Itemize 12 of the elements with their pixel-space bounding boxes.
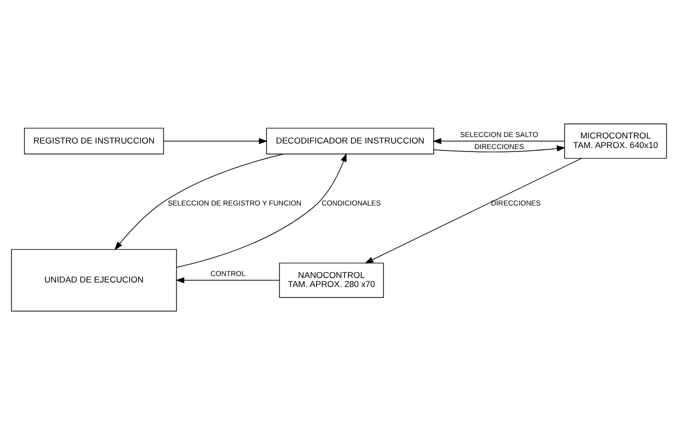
arrow — [114, 153, 284, 250]
node-box: UNIDAD DE EJECUCION — [11, 248, 177, 311]
node-box: NANOCONTROL TAM. APROX. 280 x70 — [279, 262, 384, 298]
node-box: DECODIFICADOR DE INSTRUCCION — [266, 127, 434, 154]
arrow — [176, 152, 347, 268]
arrow — [163, 138, 268, 144]
arrow — [433, 145, 566, 152]
node-box: MICROCONTROL TAM. APROX. 640x10 — [564, 123, 667, 158]
arrow — [176, 276, 280, 283]
node-box: REGISTRO DE INSTRUCCION — [24, 127, 164, 154]
arrow — [364, 158, 582, 263]
arrow — [432, 138, 565, 144]
